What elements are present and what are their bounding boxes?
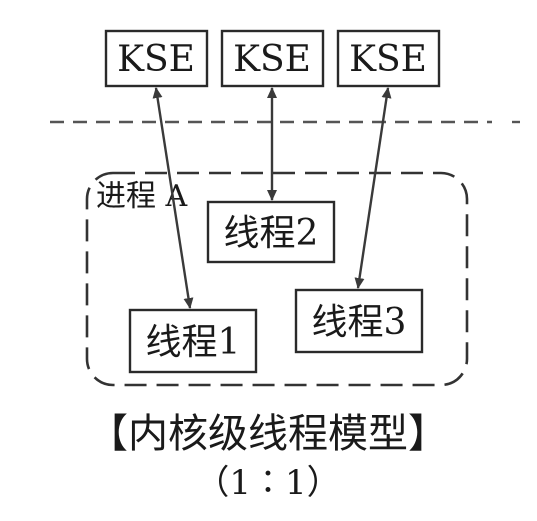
- kse-box-2: KSE: [220, 29, 325, 88]
- arrow-kse1-thread1: [152, 87, 194, 309]
- diagram-caption-title: 【内核级线程模型】: [88, 411, 448, 457]
- thread-box-2: 线程2: [206, 200, 336, 264]
- arrow-kse3-thread3: [354, 87, 392, 289]
- kse-label-2: KSE: [233, 39, 311, 80]
- kse-label-1: KSE: [117, 39, 195, 80]
- thread-box-3: 线程3: [294, 288, 424, 354]
- process-a-container: [85, 171, 469, 387]
- diagram-caption-ratio: （1∶1）: [195, 463, 340, 503]
- kse-box-1: KSE: [104, 29, 209, 88]
- thread-label-1: 线程1: [146, 322, 241, 363]
- thread-label-3: 线程3: [312, 302, 407, 343]
- thread-box-1: 线程1: [128, 308, 258, 374]
- kse-box-3: KSE: [336, 29, 441, 88]
- kse-label-3: KSE: [349, 39, 427, 80]
- thread-label-2: 线程2: [224, 213, 319, 254]
